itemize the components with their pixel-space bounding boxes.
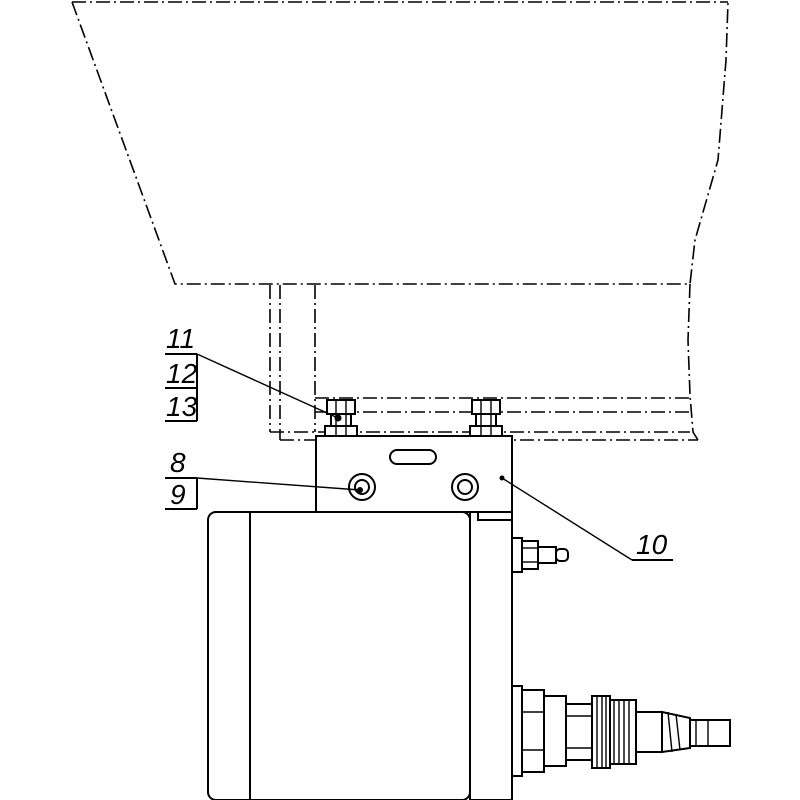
cable-gland [511, 685, 731, 777]
side-connector [511, 537, 569, 573]
hopper-outline [71, 1, 729, 285]
callout-group-11-12-13: 11 12 13 [165, 323, 339, 422]
callout-group-8-9: 8 9 [165, 447, 363, 510]
callout-13: 13 [166, 391, 198, 422]
callout-8: 8 [170, 447, 186, 478]
callout-12: 12 [166, 358, 198, 389]
mounting-bracket [315, 435, 513, 513]
callout-group-10: 10 [501, 477, 673, 561]
callout-11: 11 [166, 323, 195, 354]
callout-9: 9 [170, 479, 186, 510]
bolt-right [469, 399, 503, 437]
bolt-left [324, 399, 358, 437]
callout-10: 10 [636, 529, 668, 560]
motor-body [207, 511, 513, 800]
